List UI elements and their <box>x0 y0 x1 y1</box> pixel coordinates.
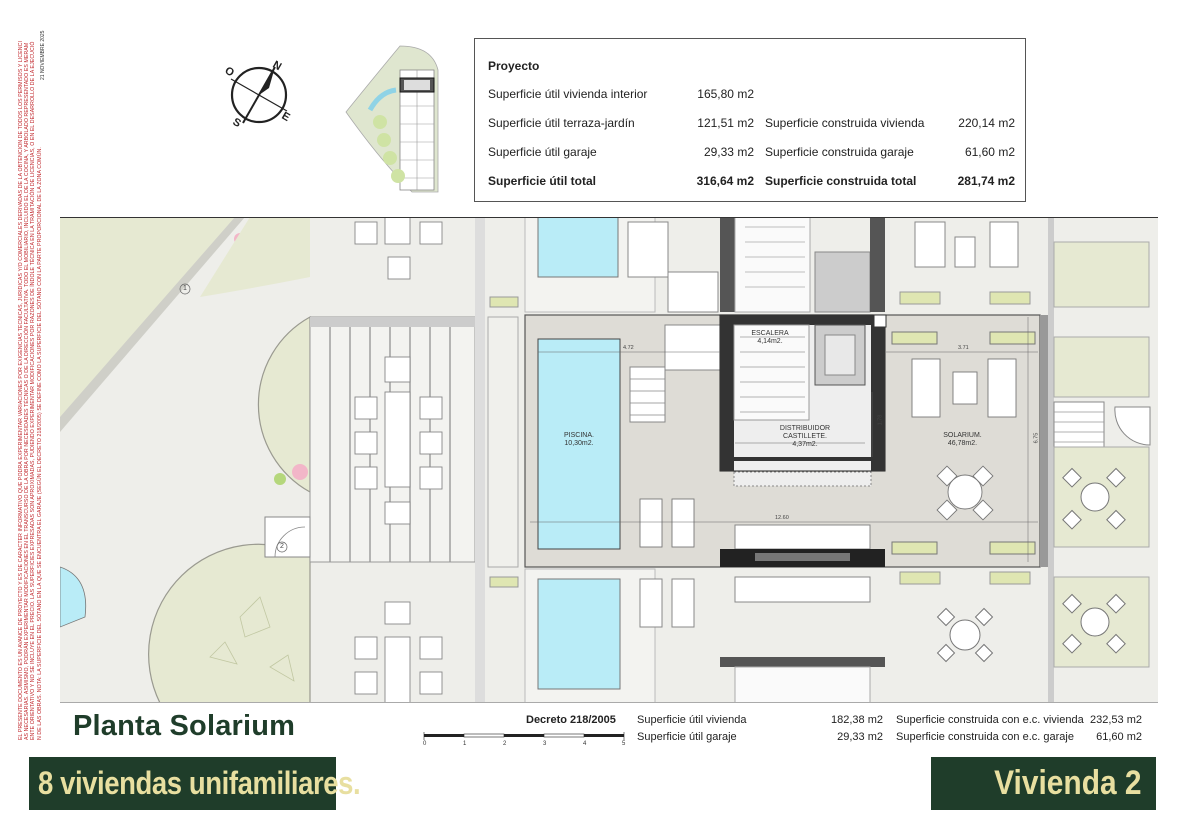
summary-label: Superficie útil vivienda interior <box>488 87 648 101</box>
room-label: SOLARIUM. <box>943 432 982 439</box>
plan-title: Planta Solarium <box>73 710 296 742</box>
footer-row1-value: 182,38 m2 <box>831 714 883 726</box>
summary-value: 29,33 m2 <box>703 145 754 159</box>
footer-row1-label: Superficie útil vivienda <box>637 714 747 726</box>
plan-top-border <box>60 217 1158 218</box>
room-label: PISCINA. <box>564 432 594 439</box>
floor-plan-drawing <box>60 217 1158 703</box>
compass-icon <box>230 66 288 124</box>
project-banner: 8 viviendas unifamiliares. <box>29 757 361 810</box>
summary-value: 165,80 m2 <box>697 87 754 101</box>
project-banner-text: 8 viviendas unifamiliares. <box>38 765 361 801</box>
summary-label: Superficie construida garaje <box>765 145 914 159</box>
summary-value: 61,60 m2 <box>964 145 1015 159</box>
scale-tick: 0 <box>423 741 427 747</box>
dimension-label: 4.72 <box>623 345 634 351</box>
room-area: 4,37m2. <box>792 441 818 448</box>
summary-label: Superficie construida total <box>765 174 917 188</box>
scale-tick: 3 <box>543 741 547 747</box>
marker-label: 2 <box>280 543 284 550</box>
surface-summary-panel: Proyecto Superficie útil vivienda interi… <box>474 38 1026 202</box>
summary-label: Superficie útil garaje <box>488 145 597 159</box>
summary-value: 281,74 m2 <box>957 174 1015 188</box>
room-label: DISTRIBUIDOR <box>779 425 831 432</box>
dimension-label: 3.71 <box>958 345 969 351</box>
summary-label: Superficie útil terraza-jardín <box>488 116 635 130</box>
footer-row2-label: Superficie útil garaje <box>637 731 737 743</box>
room-escalera: ESCALERA 4,14m2. <box>740 330 800 346</box>
summary-value: 316,64 m2 <box>696 174 754 188</box>
footer-row1-value2: 232,53 m2 <box>1090 714 1142 726</box>
decreto-label: Decreto 218/2005 <box>526 714 616 726</box>
scale-tick: 2 <box>503 741 507 747</box>
summary-label: Superficie construida vivienda <box>765 116 925 130</box>
unit-banner-text: Vivienda 2 <box>994 764 1142 802</box>
dimension-label: 1.78 <box>877 414 884 426</box>
legal-disclaimer: EL PRESENTE DOCUMENTO ES UN AVANCE DE PR… <box>18 40 54 740</box>
scale-bar <box>423 732 625 740</box>
plan-bottom-border <box>60 702 1158 703</box>
footer-row2-value2: 61,60 m2 <box>1096 731 1142 743</box>
legal-date: 21 NOVIEMBRE 2025 <box>40 30 46 80</box>
scale-tick: 5 <box>622 741 626 747</box>
floor-plan: PISCINA. 10,30m2. ESCALERA 4,14m2. DISTR… <box>60 217 1158 703</box>
summary-label: Superficie útil total <box>488 174 597 188</box>
scale-tick: 1 <box>463 741 467 747</box>
room-distribuidor: DISTRIBUIDOR CASTILLETE. 4,37m2. <box>760 425 850 449</box>
summary-value: 220,14 m2 <box>958 116 1015 130</box>
room-piscina: PISCINA. 10,30m2. <box>538 432 620 448</box>
summary-value: 121,51 m2 <box>697 116 754 130</box>
room-area: 46,78m2. <box>947 440 978 447</box>
unit-banner: Vivienda 2 <box>931 757 1156 810</box>
summary-title: Proyecto <box>488 59 540 73</box>
site-key-plan <box>345 45 439 193</box>
room-area: 10,30m2. <box>564 440 594 447</box>
footer-row2-label2: Superficie construida con e.c. garaje <box>896 731 1074 743</box>
room-label: ESCALERA <box>751 330 789 337</box>
dimension-label: 6.75 <box>1033 432 1040 444</box>
room-solarium: SOLARIUM. 46,78m2. <box>925 432 1000 448</box>
room-area: 4,14m2. <box>757 338 783 345</box>
footer-row1-label2: Superficie construida con e.c. vivienda <box>896 714 1084 726</box>
room-label: CASTILLETE. <box>783 433 827 440</box>
dimension-label: 12.60 <box>775 515 789 521</box>
scale-tick: 4 <box>583 741 587 747</box>
footer-row2-value: 29,33 m2 <box>837 731 883 743</box>
marker-label: 1 <box>183 285 187 292</box>
legal-disclaimer-text: EL PRESENTE DOCUMENTO ES UN AVANCE DE PR… <box>18 40 43 740</box>
